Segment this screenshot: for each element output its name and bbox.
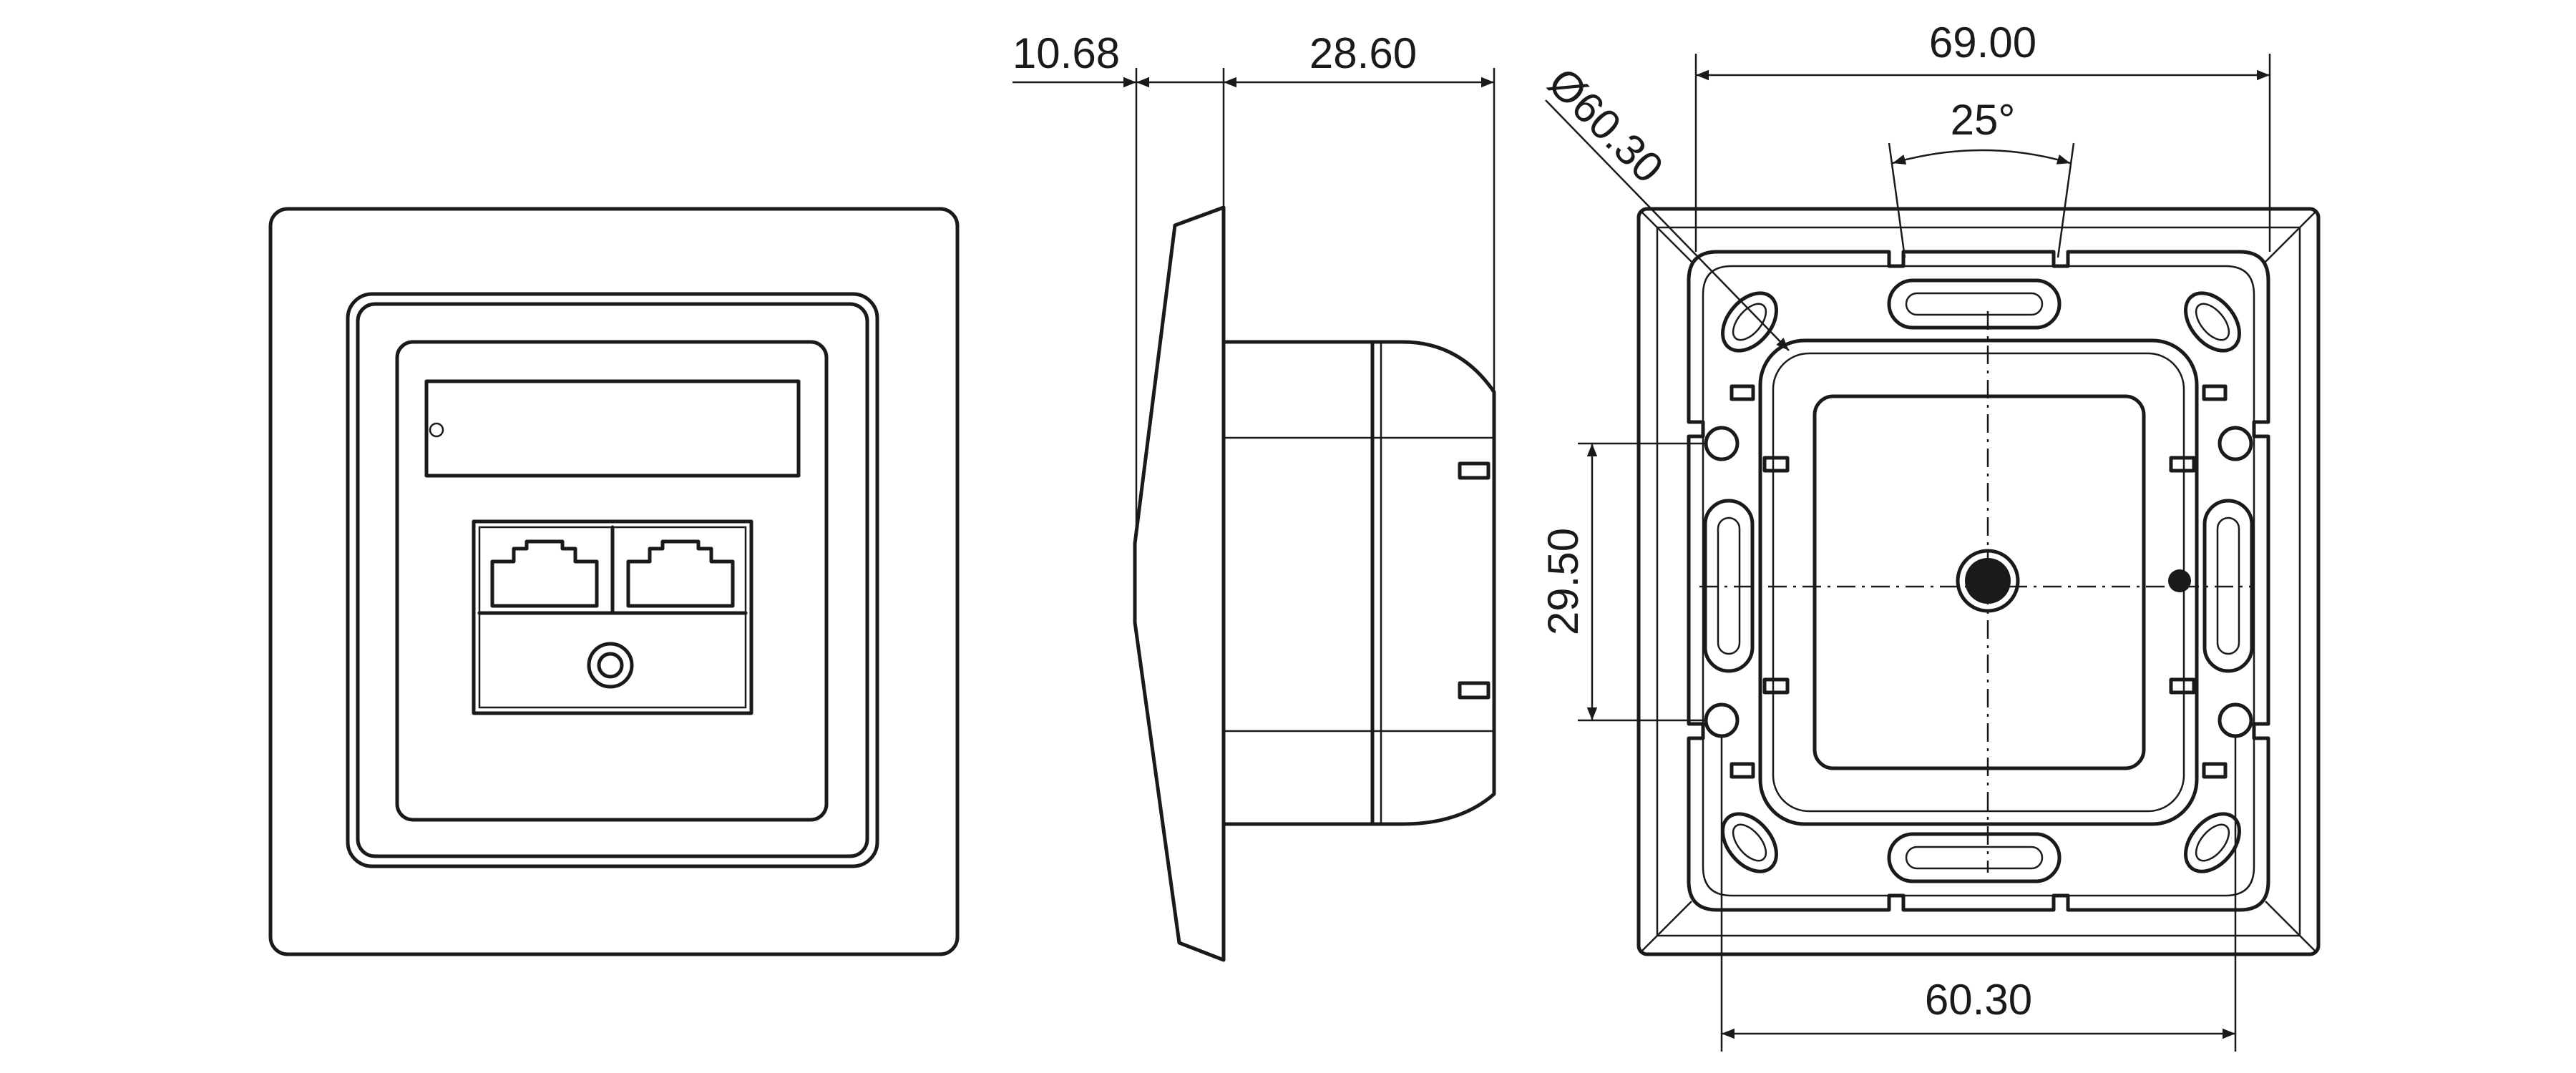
corner-hole-br-inner bbox=[2195, 823, 2230, 862]
front-view bbox=[268, 207, 960, 956]
tab-7 bbox=[2169, 456, 2196, 473]
cover-plate bbox=[395, 340, 829, 822]
insert-outer bbox=[1758, 338, 2199, 826]
slot-bottom-inner bbox=[1905, 846, 2044, 870]
tab-2 bbox=[2202, 384, 2228, 401]
side-frame bbox=[1133, 205, 1226, 962]
mounting-plate-inner bbox=[1702, 265, 2255, 897]
corner-line-bl bbox=[1639, 901, 1692, 954]
inner-frame-inner bbox=[356, 302, 869, 858]
rear-frame-inner bbox=[1656, 226, 2301, 937]
screw-hole-br bbox=[2218, 702, 2253, 738]
rj45-port-left-icon bbox=[490, 539, 599, 608]
slot-top bbox=[1887, 278, 2062, 330]
outer-frame bbox=[268, 207, 960, 956]
clip-top bbox=[1458, 461, 1491, 480]
angle-ext-left bbox=[1888, 142, 1906, 258]
rear-view: 69.00 25° Ø60.30 29.50 60.30 bbox=[1539, 19, 2321, 1052]
angle-label: 25° bbox=[1951, 96, 2016, 144]
insert-center bbox=[1813, 394, 2146, 770]
clip-bottom bbox=[1458, 681, 1491, 700]
corner-hole-bl-inner bbox=[1732, 823, 1767, 862]
tab-3 bbox=[1729, 762, 1755, 779]
tab-1 bbox=[1729, 384, 1755, 401]
center-coax-outer bbox=[1956, 549, 2020, 613]
center-coax-core bbox=[1965, 558, 2011, 604]
label-field-notch bbox=[429, 422, 444, 438]
diameter-label: Ø60.30 bbox=[1539, 59, 1673, 192]
corner-hole-tr-inner bbox=[2195, 303, 2230, 341]
label-field bbox=[424, 379, 801, 478]
slot-top-inner bbox=[1905, 292, 2044, 316]
corner-line-br bbox=[2265, 901, 2318, 954]
tab-6 bbox=[1762, 677, 1790, 695]
corner-hole-bl bbox=[1721, 812, 1778, 873]
rear-frame bbox=[1636, 207, 2321, 956]
right-latch bbox=[2168, 569, 2191, 592]
corner-line-tr bbox=[2265, 210, 2318, 263]
diameter-leader bbox=[1545, 99, 1790, 351]
corner-hole-tl-inner bbox=[1732, 303, 1767, 341]
rj45-port-right-icon bbox=[626, 539, 735, 608]
screw-hole-tr bbox=[2218, 426, 2253, 461]
inner-frame-outer bbox=[346, 292, 879, 868]
angle-arc bbox=[1892, 149, 2071, 165]
slot-bottom bbox=[1887, 832, 2062, 883]
tab-5 bbox=[1762, 456, 1790, 473]
hole-spacing-label: 29.50 bbox=[1539, 528, 1587, 635]
screw-hole-tl bbox=[1704, 426, 1740, 461]
tab-8 bbox=[2169, 677, 2196, 695]
coax-port-inner bbox=[597, 652, 624, 679]
screw-hole-bl bbox=[1704, 702, 1740, 738]
corner-hole-tl bbox=[1721, 291, 1778, 353]
corner-hole-br bbox=[2184, 812, 2241, 873]
corner-hole-tr bbox=[2184, 291, 2241, 353]
body-depth-label: 28.60 bbox=[1309, 29, 1417, 77]
angle-ext-right bbox=[2057, 142, 2075, 258]
socket-block bbox=[472, 519, 753, 715]
front-depth-label: 10.68 bbox=[1013, 29, 1120, 77]
corner-line-tl bbox=[1639, 210, 1692, 263]
side-body bbox=[1221, 340, 1496, 826]
tab-4 bbox=[2202, 762, 2228, 779]
frame-width-label: 69.00 bbox=[1929, 19, 2036, 67]
insert-width-label: 60.30 bbox=[1925, 976, 2032, 1024]
coax-port-icon bbox=[587, 642, 634, 689]
side-view: 10.68 28.60 bbox=[1013, 29, 1496, 962]
